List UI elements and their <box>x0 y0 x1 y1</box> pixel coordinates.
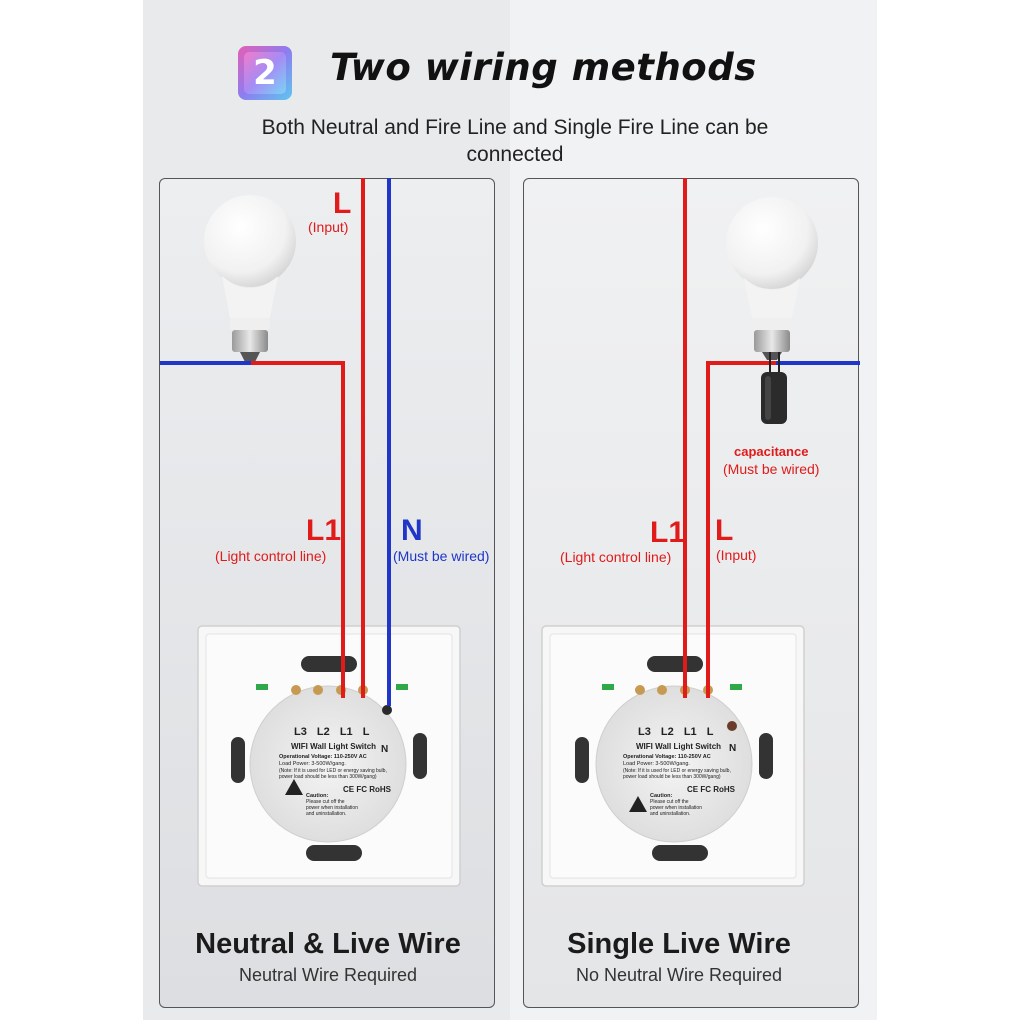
right-light-bulb-icon <box>726 197 818 360</box>
left-switch-name: WIFI Wall Light Switch <box>291 742 377 751</box>
left-light-bulb-icon <box>204 195 296 362</box>
left-neutral-label: N <box>401 514 423 547</box>
left-wires <box>160 178 391 706</box>
right-note-1: (Note: If it is used for LED or energy s… <box>623 768 731 774</box>
left-load: Load Power: 3-500W/gang. <box>279 761 346 767</box>
right-control-note: (Light control line) <box>560 549 672 565</box>
right-caution-2: power when installation <box>650 805 702 811</box>
right-note-2: power load should be less than 300W/gang… <box>623 774 721 780</box>
right-certs: CE FC RoHS <box>687 785 735 794</box>
left-caution-1: Please cut off the <box>306 799 345 805</box>
left-live-note: (Input) <box>308 219 349 235</box>
left-caution-2: power when installation <box>306 805 358 811</box>
capacitor-icon <box>761 352 787 424</box>
right-neutral-terminal: N <box>729 743 737 754</box>
right-panel-subtitle: No Neutral Wire Required <box>575 965 783 985</box>
page-title: Two wiring methods <box>330 46 757 89</box>
right-switch-plate <box>541 625 805 887</box>
left-neutral-terminal: N <box>381 744 389 755</box>
right-wires <box>683 178 860 698</box>
capacitor-note: (Must be wired) <box>723 461 820 477</box>
left-control-label: L1 <box>306 514 342 547</box>
right-caution-1: Please cut off the <box>650 799 689 805</box>
right-live-label: L <box>715 514 734 547</box>
page-subtitle: Both Neutral and Fire Line and Single Fi… <box>261 116 769 166</box>
right-terminal-labels: L3 L2 L1 L <box>638 726 714 738</box>
capacitor-label: capacitance <box>734 444 809 459</box>
right-switch-name: WIFI Wall Light Switch <box>636 742 722 751</box>
step-number: 2 <box>244 52 286 94</box>
right-caution-3: and uninstallation. <box>650 811 691 817</box>
left-panel-subtitle: Neutral Wire Required <box>238 965 418 985</box>
left-caution-3: and uninstallation. <box>306 811 347 817</box>
right-live-note: (Input) <box>716 547 757 563</box>
left-note-1: (Note: If it is used for LED or energy s… <box>279 768 387 774</box>
right-voltage: Operational Voltage: 110-250V AC <box>623 754 711 760</box>
right-caution-title: Caution: <box>650 793 673 799</box>
left-control-note: (Light control line) <box>215 548 327 564</box>
left-voltage: Operational Voltage: 110-250V AC <box>279 754 367 760</box>
right-control-label: L1 <box>650 516 686 549</box>
right-load: Load Power: 3-500W/gang. <box>623 761 690 767</box>
left-caution-title: Caution: <box>306 793 329 799</box>
left-neutral-note: (Must be wired) <box>393 548 490 564</box>
left-terminal-labels: L3 L2 L1 L <box>294 726 370 738</box>
right-panel-title: Single Live Wire <box>567 928 791 960</box>
left-note-2: power load should be less than 300W/gang… <box>279 774 377 780</box>
left-panel-title: Neutral & Live Wire <box>195 928 461 960</box>
left-live-label: L <box>333 187 352 220</box>
left-certs: CE FC RoHS <box>343 785 391 794</box>
step-badge: 2 <box>238 46 292 100</box>
